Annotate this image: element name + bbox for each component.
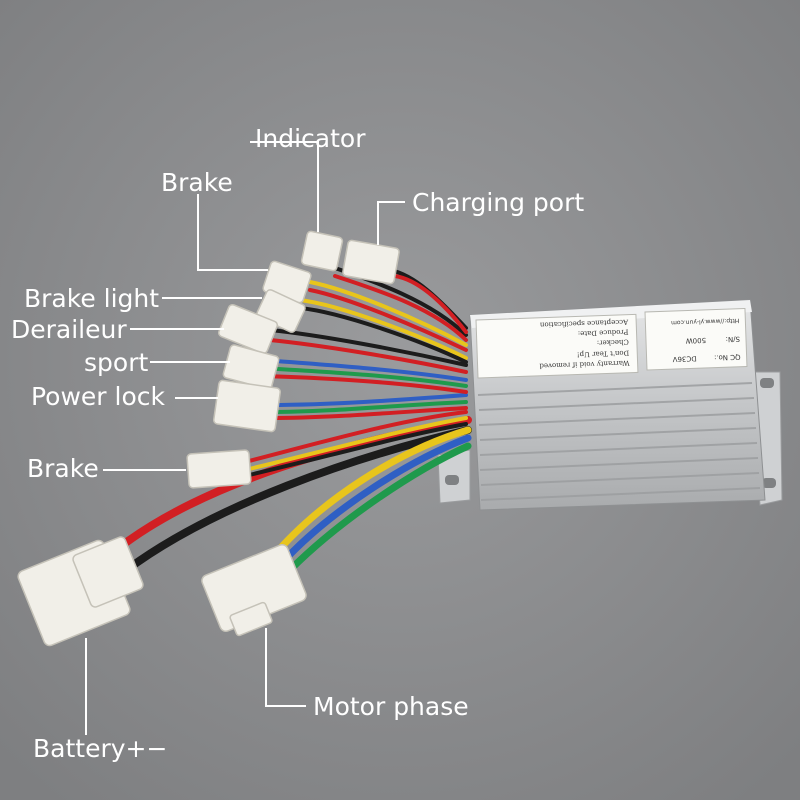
connector-derailleur <box>217 303 279 355</box>
sticker-right-qc: QC No.: <box>714 353 741 362</box>
controller-sticker-left: Warranty void if removed Don't Tear Up! … <box>475 313 639 379</box>
label-charging-port: Charging port <box>412 188 585 217</box>
label-battery: Battery+− <box>33 734 168 763</box>
leader-lines <box>85 141 405 735</box>
sticker-right-spec: DC36V <box>672 354 696 363</box>
connector-brake-bottom <box>186 449 252 489</box>
controller-sticker-right: QC No.: DC36V S/N: 500W Http://www.yl-yu… <box>644 307 748 371</box>
label-indicator: Indicator <box>255 124 366 153</box>
connector-power-lock <box>213 379 281 433</box>
label-brake-bottom: Brake <box>27 454 99 483</box>
label-derailleur: Deraileur <box>11 315 127 344</box>
label-brake-top: Brake <box>161 168 233 197</box>
sticker-left-line1: Warranty void if removed <box>539 359 630 370</box>
connector-indicator <box>300 230 344 272</box>
sticker-left-footer: Acceptance specification <box>539 318 629 329</box>
label-motor-phase: Motor phase <box>313 692 469 721</box>
label-sport: sport <box>84 348 149 377</box>
wire-harness <box>106 266 472 579</box>
sticker-left-checker: Checker: <box>597 338 629 347</box>
label-power-lock: Power lock <box>31 382 165 411</box>
sticker-right-url: Http://www.yl-yun.com <box>671 317 740 326</box>
sticker-left-line2: Don't Tear Up! <box>577 349 630 359</box>
connector-battery <box>17 536 144 647</box>
sticker-left-date: Produce Date: <box>578 328 629 338</box>
connector-motor-phase <box>201 544 307 637</box>
sticker-right-power: 500W <box>686 336 707 345</box>
connectors <box>17 230 400 647</box>
label-brake-light: Brake light <box>24 284 160 313</box>
sticker-right-sn: S/N: <box>725 335 740 343</box>
controller-box: Warranty void if removed Don't Tear Up! … <box>437 299 783 511</box>
connector-charging-port <box>342 239 400 285</box>
